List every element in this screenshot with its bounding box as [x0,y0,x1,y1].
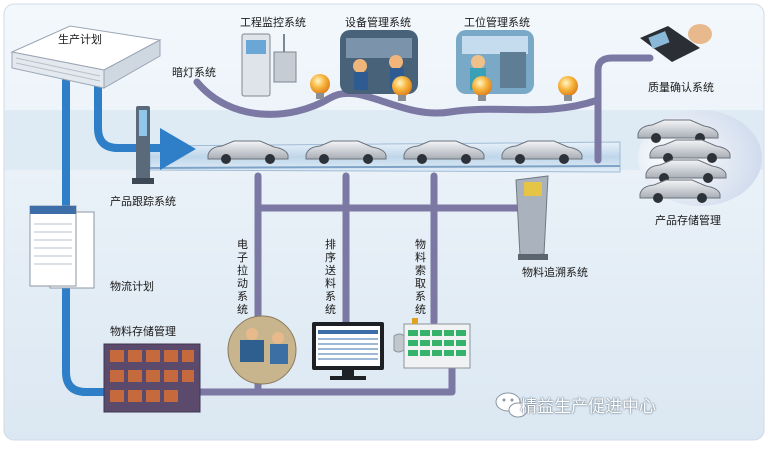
tracking-pipe [94,76,164,152]
car-icon [501,140,583,164]
bulb-icon [472,76,492,101]
andon-pipe [193,78,602,118]
trace-kiosk-icon [515,175,549,260]
product-tracking-label: 产品跟踪系统 [110,195,176,208]
car-icon [403,140,485,164]
material-storage-photo [103,343,201,413]
station-mgmt-label: 工位管理系统 [464,16,530,29]
logistics-plan-label: 物流计划 [110,280,154,293]
system-pipes [193,54,654,396]
material-request-panel-icon [393,318,471,369]
car-icon [305,140,387,164]
plan-pipes [62,74,164,396]
andon-label: 暗灯系统 [172,66,216,79]
wechat-icon [495,392,528,418]
material-storage-label: 物料存储管理 [110,325,176,338]
tracking-kiosk-icon [132,106,154,184]
bulb-icon [558,76,578,101]
conveyor-cars [207,140,583,164]
car-icon [637,119,719,143]
car-icon [649,139,731,163]
quality-scanner-icon [640,24,712,62]
bulb-icon [310,74,330,99]
flow-arrow-icon [160,128,196,170]
andon-bulbs [310,74,578,101]
logistics-pipe [62,74,112,396]
quality-pipe [594,54,654,164]
watermark-text: 精益生产促进中心 [520,397,656,417]
car-icon [639,179,721,203]
logistics-plan-icon [29,205,95,289]
electronic-pull-photo [227,315,297,385]
sequencing-monitor-icon [312,322,384,380]
electronic-pull-label: 电子拉动系统 [237,238,248,316]
product-storage-label: 产品存储管理 [655,214,721,227]
stored-cars [637,119,731,203]
engineering-monitor-label: 工程监控系统 [240,16,306,29]
production-plan-icon [10,25,162,89]
material-trace-label: 物料追溯系统 [522,266,588,279]
engineering-monitor-photo [241,33,297,97]
bulb-icon [392,76,412,101]
belt-edge [149,165,621,169]
station-mgmt-photo [456,30,534,94]
equipment-mgmt-label: 设备管理系统 [345,16,411,29]
car-icon [207,140,289,164]
production-plan-label: 生产计划 [58,33,102,46]
car-icon [645,159,727,183]
sequencing-delivery-label: 排序送料系统 [325,238,336,316]
quality-confirm-label: 质量确认系统 [648,81,714,94]
storage-pipe [196,356,456,396]
material-request-label: 物料索取系统 [415,238,426,316]
